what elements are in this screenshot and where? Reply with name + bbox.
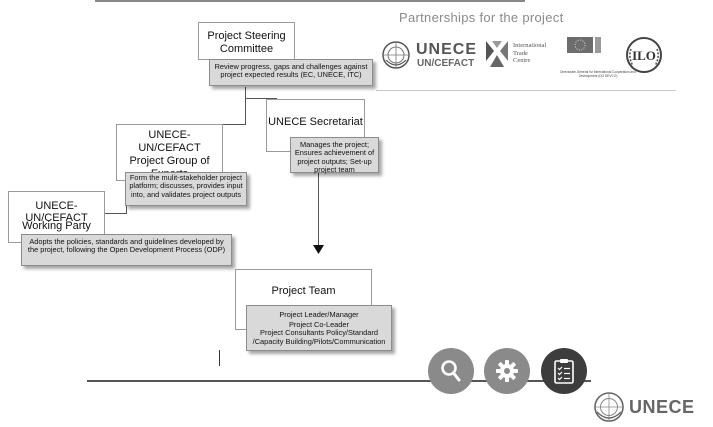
team-line: Project Co-Leader [289,319,349,329]
search-icon [441,360,461,382]
working-party-title-line1: UNECE- UN/CEFACT [25,200,88,224]
connector-secretariat-arrow [318,173,319,247]
bottom-divider [87,380,591,382]
gear-icon [496,360,518,382]
connector-experts-down [126,205,127,214]
secretariat-desc: Manages the project; Ensures achievement… [290,137,379,174]
itc-line: Trade [513,49,528,57]
search-button[interactable] [428,348,474,394]
working-party-desc: Adopts the policies, standards and guide… [21,234,232,266]
team-line: Project Leader/Manager [279,310,359,319]
eu-caption: Directorate-General for International Co… [560,70,636,78]
connector-steering-down [245,87,246,125]
project-team-desc: Project Leader/Manager Project Co-Leader… [246,305,392,351]
experts-desc: Form the mulit-stakeholder project platf… [125,172,247,206]
itc-logo-text: International Trade Centre [513,42,546,65]
settings-button[interactable] [484,348,530,394]
eu-flag-icon [567,37,593,53]
top-divider [95,0,525,2]
svg-text:ILO: ILO [632,48,656,63]
team-line: Project Consultants Policy/Standard /Cap… [252,328,386,346]
arrow-head-icon [313,245,324,254]
connector-secretariat-top [245,98,277,99]
unece-logo-sub: UN/CEFACT [417,58,475,69]
text-cursor [219,350,220,366]
un-emblem-icon [382,41,410,69]
footer-un-emblem-icon [594,392,624,422]
clipboard-icon [554,359,574,384]
partner-logos: UNECE UN/CEFACT International Trade Cent… [378,32,670,88]
logos-underline [376,90,676,91]
eu-commission-mark [595,37,601,53]
itc-line: International [513,42,547,49]
steering-committee-title: Project Steering Committee [198,22,295,60]
ilo-logo-icon: ILO [626,37,662,73]
steering-committee-desc: Review progress, gaps and challenges aga… [209,59,373,86]
itc-logo-icon [486,41,508,67]
footer-unece-label: UNECE [629,397,695,417]
unece-logo-name: UNECE [416,41,478,58]
partnerships-label: Partnerships for the project [399,10,564,25]
itc-line: Centre [513,57,531,64]
clipboard-button[interactable] [541,348,587,394]
working-party-title-line2: Working Party [22,220,91,232]
